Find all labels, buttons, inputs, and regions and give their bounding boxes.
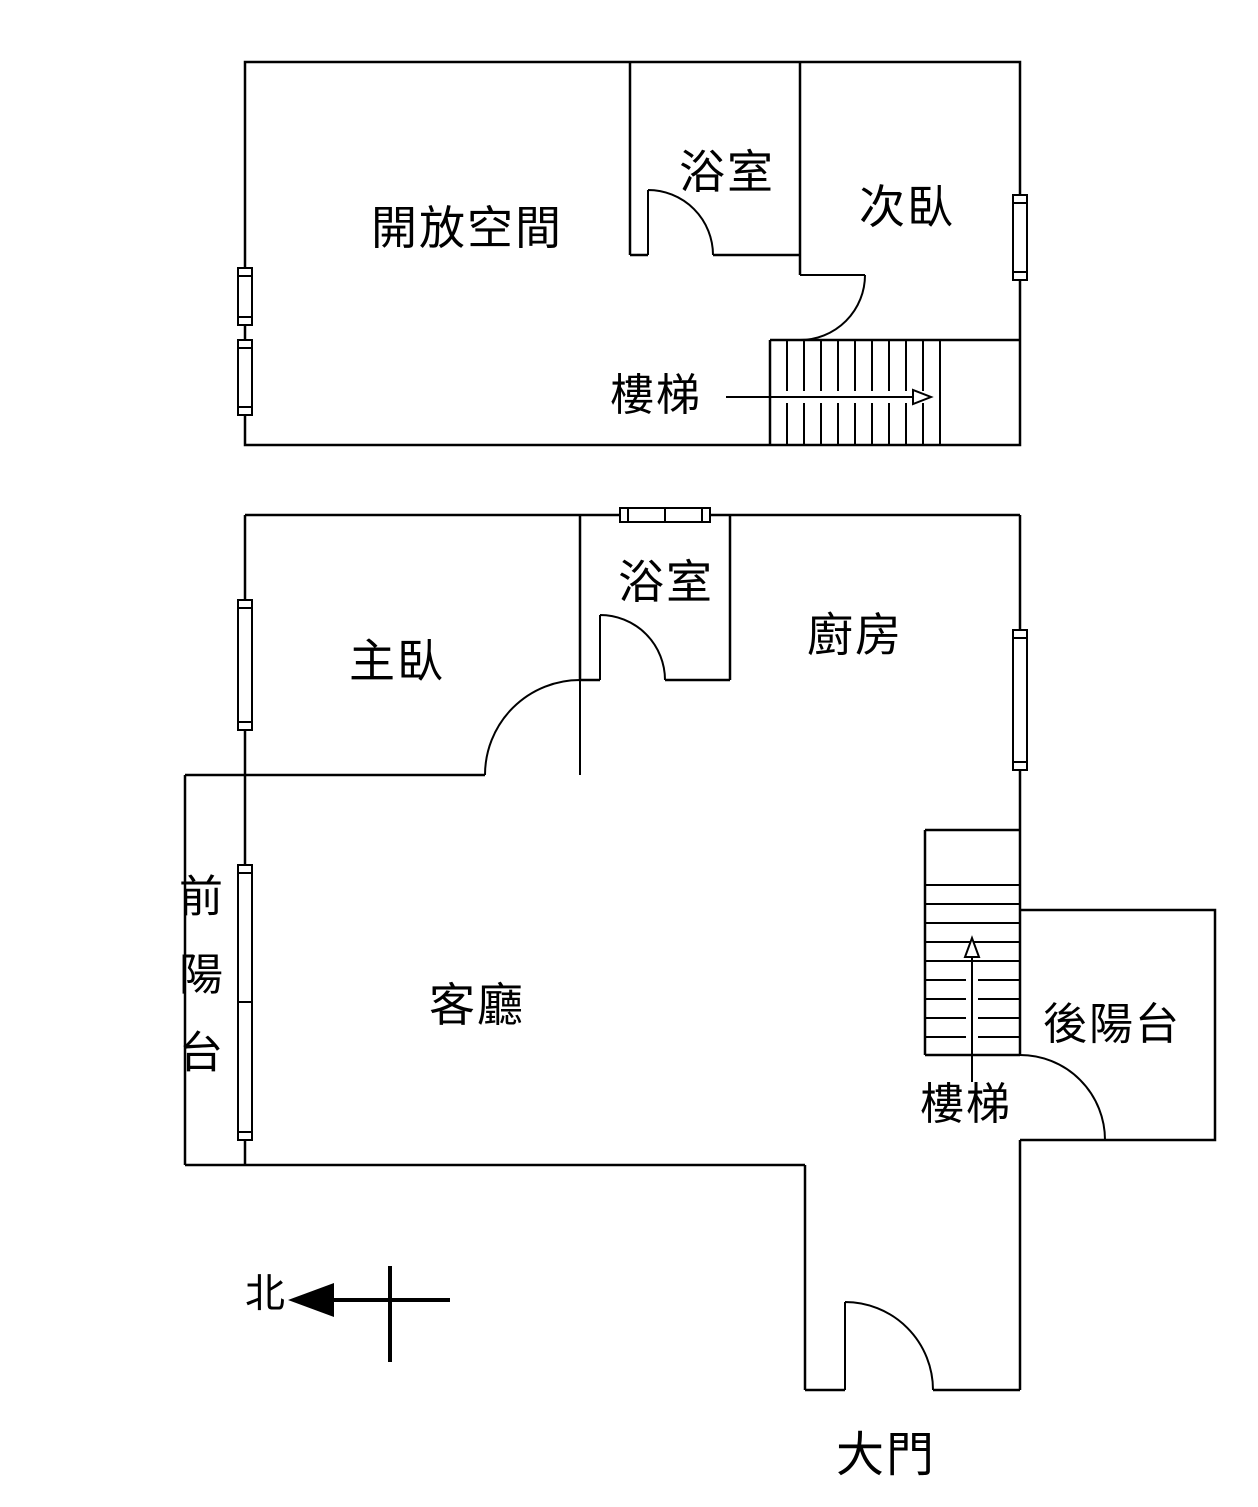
upper-bathroom-door-icon (647, 189, 714, 256)
main-entrance-door-icon (844, 1301, 934, 1391)
window-master-bedroom-icon (237, 599, 253, 731)
label-upper-stairs: 樓梯 (610, 371, 702, 420)
north-arrow-icon (288, 1266, 450, 1362)
doors (484, 189, 1106, 1391)
label-lower-stairs: 樓梯 (920, 1080, 1012, 1129)
label-front-balcony: 前陽台 (172, 873, 221, 1107)
label-open-space: 開放空間 (371, 202, 563, 254)
label-north: 北 (245, 1272, 287, 1316)
label-kitchen: 廚房 (807, 609, 903, 661)
window-living-room-icon (237, 864, 253, 1141)
label-rear-balcony: 後陽台 (1043, 1000, 1181, 1049)
master-bedroom-door-icon (484, 679, 581, 776)
window-kitchen-icon (1012, 629, 1028, 771)
upper-bathroom-walls (628, 62, 800, 257)
window-upper-right-icon (1012, 194, 1028, 281)
lower-stair-arrowhead-icon (963, 935, 981, 958)
lower-stairs (925, 884, 1020, 1082)
label-lower-bathroom: 浴室 (618, 556, 714, 608)
rear-balcony-door-icon (1019, 1054, 1106, 1141)
label-second-bedroom: 次臥 (859, 181, 955, 233)
label-living-room: 客廳 (429, 979, 525, 1031)
label-main-door: 大門 (835, 1429, 937, 1482)
window-upper-left-b-icon (237, 339, 253, 416)
label-master-bedroom: 主臥 (349, 635, 445, 687)
window-lower-top-icon (619, 507, 711, 523)
upper-stair-arrowhead-icon (912, 388, 934, 406)
lower-floor (183, 513, 1217, 1392)
label-upper-bathroom: 浴室 (679, 146, 775, 198)
lower-bathroom-door-icon (599, 614, 666, 681)
upper-stair-walls (768, 338, 800, 445)
upper-bedroom-door-icon (799, 274, 866, 341)
upper-bedroom-walls (798, 62, 1020, 342)
upper-stairs (726, 340, 941, 445)
lower-bathroom-walls (578, 515, 732, 682)
window-upper-left-a-icon (237, 267, 253, 326)
windows (237, 194, 1028, 1141)
lower-outer-walls (183, 513, 1217, 1392)
